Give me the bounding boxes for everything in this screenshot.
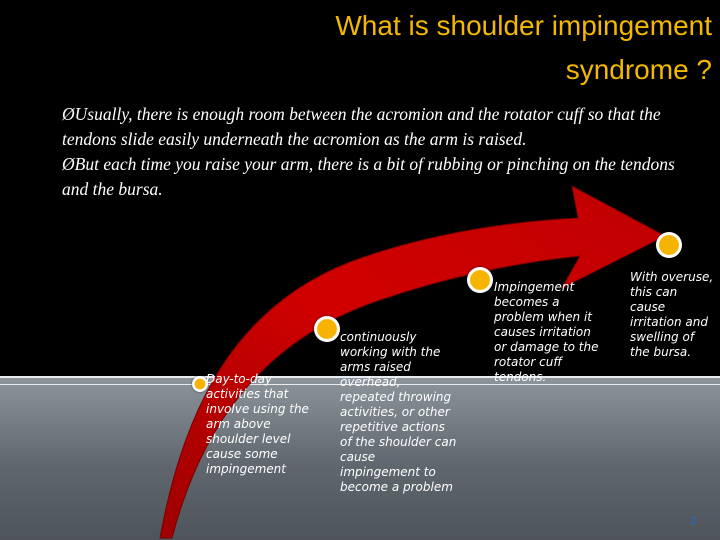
title-line-1: What is shoulder impingement: [335, 10, 712, 41]
bullet-text: Usually, there is enough room between th…: [62, 104, 661, 149]
arrow-bullet-icon: Ø: [62, 154, 75, 174]
step-1-node: [192, 376, 208, 392]
step-3-text: Impingement becomes a problem when it ca…: [494, 280, 599, 384]
arrow-shape: [159, 185, 667, 539]
step-3-node: [467, 267, 493, 293]
step-4-node: [656, 232, 682, 258]
bullet-item: ØUsually, there is enough room between t…: [62, 102, 702, 152]
bullet-item: ØBut each time you raise your arm, there…: [62, 152, 702, 202]
bottom-band: [0, 378, 720, 540]
slide-title: What is shoulder impingement syndrome ?: [192, 4, 712, 92]
arrow-bullet-icon: Ø: [62, 104, 75, 124]
title-line-2: syndrome ?: [565, 54, 712, 85]
bullet-list: ØUsually, there is enough room between t…: [62, 102, 702, 202]
band-divider-line: [0, 384, 720, 385]
page-number: 2: [690, 516, 697, 527]
band-divider-line: [0, 376, 720, 378]
step-2-node: [314, 316, 340, 342]
step-2-text: continuously working with the arms raise…: [340, 330, 457, 494]
step-1-text: Day-to-day activities that involve using…: [206, 372, 309, 476]
bullet-text: But each time you raise your arm, there …: [62, 154, 675, 199]
step-4-text: With overuse, this can cause irritation …: [630, 270, 714, 359]
